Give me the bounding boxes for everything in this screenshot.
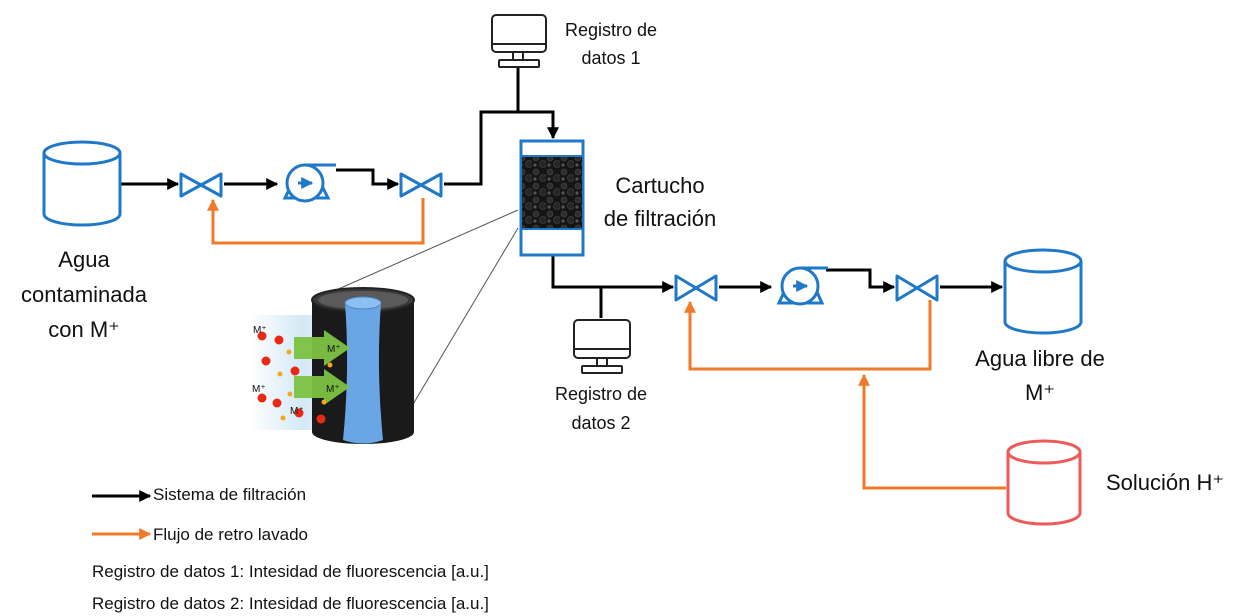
cartridge-label: Cartucho de filtración bbox=[604, 173, 717, 231]
svg-text:Registro de: Registro de bbox=[565, 20, 657, 40]
pump-icon bbox=[776, 266, 828, 306]
tank-icon bbox=[42, 140, 122, 227]
ion-particles bbox=[257, 331, 333, 424]
valve-icon bbox=[674, 274, 718, 302]
svg-text:M⁺: M⁺ bbox=[326, 384, 340, 395]
legend-note-1: Registro de datos 1: Intesidad de fluore… bbox=[92, 562, 489, 581]
acid-solution-label: Solución H⁺ bbox=[1106, 470, 1224, 495]
tank-icon bbox=[1003, 248, 1083, 335]
legend-note-2: Registro de datos 2: Intesidad de fluore… bbox=[92, 594, 489, 613]
filtration-line-bottom bbox=[551, 256, 1004, 318]
svg-text:M⁺: M⁺ bbox=[253, 325, 267, 336]
logger1-label: Registro de datos 1 bbox=[565, 20, 657, 68]
filtration-line-top bbox=[121, 62, 559, 190]
contaminated-water-label: Agua contaminada con M⁺ bbox=[21, 247, 148, 342]
svg-text:datos 2: datos 2 bbox=[571, 413, 630, 433]
svg-text:Cartucho: Cartucho bbox=[615, 173, 704, 198]
logger2-label: Registro de datos 2 bbox=[555, 384, 647, 433]
svg-text:Registro de: Registro de bbox=[555, 384, 647, 404]
svg-text:Agua libre de: Agua libre de bbox=[975, 346, 1105, 371]
monitor-icon bbox=[491, 14, 547, 68]
pump-icon bbox=[282, 163, 336, 203]
legend-backwash-label: Flujo de retro lavado bbox=[153, 525, 308, 544]
valve-icon bbox=[895, 274, 939, 302]
acid-tank-icon bbox=[1006, 439, 1082, 526]
svg-text:M⁺: M⁺ bbox=[1025, 380, 1055, 405]
backwash-line-bottom bbox=[684, 300, 1006, 490]
valve-icon bbox=[399, 172, 443, 198]
membrane-cylinder-icon bbox=[250, 287, 415, 444]
svg-text:con M⁺: con M⁺ bbox=[48, 317, 120, 342]
zoom-lines bbox=[317, 209, 519, 407]
legend: Sistema de filtración Flujo de retro lav… bbox=[92, 485, 489, 613]
svg-text:Agua: Agua bbox=[58, 247, 110, 272]
svg-text:de filtración: de filtración bbox=[604, 206, 717, 231]
svg-text:datos 1: datos 1 bbox=[581, 48, 640, 68]
ion-labels: M⁺ M⁺ M⁺ M⁺ M⁺ bbox=[252, 325, 341, 417]
svg-text:M⁺: M⁺ bbox=[327, 344, 341, 355]
svg-text:M⁺: M⁺ bbox=[290, 406, 304, 417]
monitor-icon bbox=[573, 319, 631, 374]
valve-icon bbox=[179, 172, 223, 198]
svg-text:contaminada: contaminada bbox=[21, 282, 148, 307]
legend-filtration-label: Sistema de filtración bbox=[153, 485, 306, 504]
backwash-line-top bbox=[207, 198, 425, 245]
svg-text:M⁺: M⁺ bbox=[252, 384, 266, 395]
clean-water-label: Agua libre de M⁺ bbox=[975, 346, 1105, 405]
filter-cartridge-icon bbox=[519, 139, 585, 257]
